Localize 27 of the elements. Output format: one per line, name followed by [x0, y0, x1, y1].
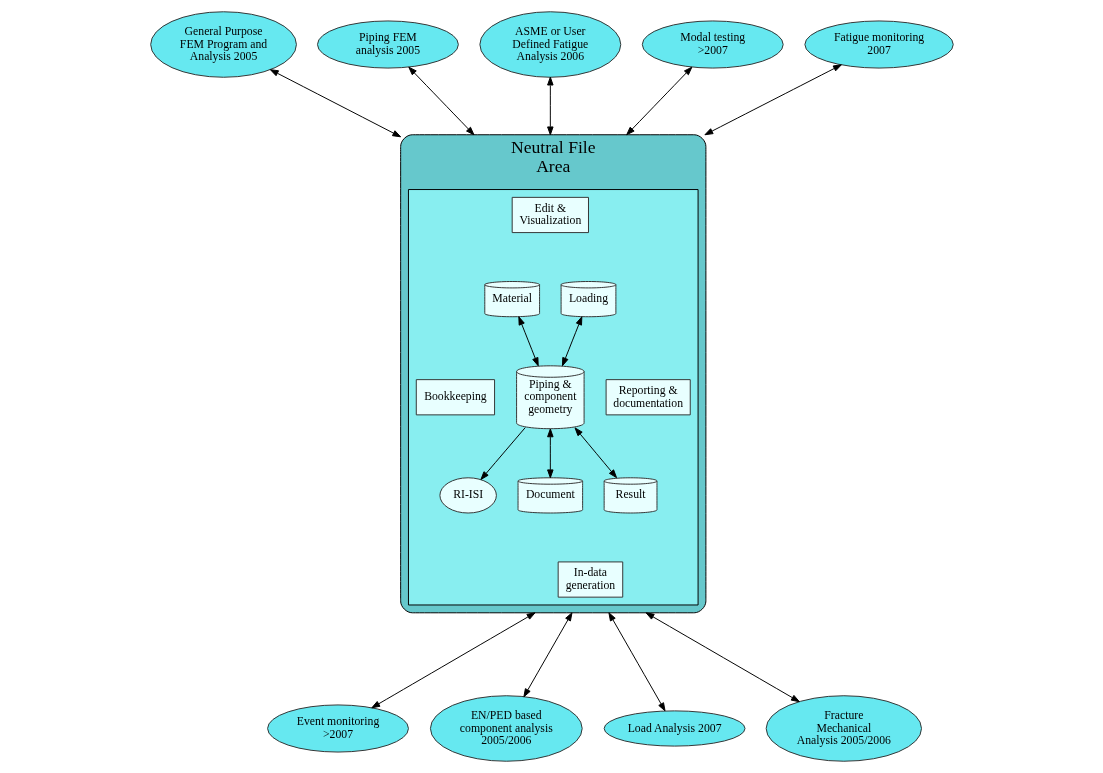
- arrow: [574, 427, 617, 479]
- arrow: [607, 612, 666, 712]
- arrow: [517, 316, 539, 367]
- arrow: [546, 428, 554, 479]
- node-ellipse: Event monitoring >2007: [266, 704, 409, 753]
- arrow: [269, 69, 401, 138]
- arrow: [625, 66, 692, 136]
- node-ellipse: RI-ISI: [438, 477, 497, 514]
- arrow: [703, 64, 842, 136]
- node-ellipse: EN/PED based component analysis 2005/2006: [429, 695, 583, 762]
- node-box: In-data generation: [557, 561, 623, 598]
- node-ellipse: Fatigue monitoring 2007: [803, 20, 954, 69]
- node-ellipse: Modal testing >2007: [641, 20, 784, 69]
- node-box: Bookkeeping: [415, 379, 495, 416]
- arrow: [407, 66, 474, 136]
- node-ellipse: Piping FEM analysis 2005: [316, 20, 459, 69]
- arrow: [546, 76, 554, 136]
- arrow: [522, 612, 572, 698]
- node-ellipse: ASME or User Defined Fatigue Analysis 2006: [478, 11, 621, 78]
- arrow: [561, 316, 582, 367]
- arrow: [370, 612, 535, 709]
- node-box: Reporting & documentation: [605, 379, 691, 416]
- cluster: [407, 189, 699, 606]
- node-ellipse: Load Analysis 2007: [603, 710, 745, 747]
- arrow: [645, 612, 800, 703]
- arrow: [479, 427, 526, 480]
- node-box: Edit & Visualization: [511, 196, 589, 234]
